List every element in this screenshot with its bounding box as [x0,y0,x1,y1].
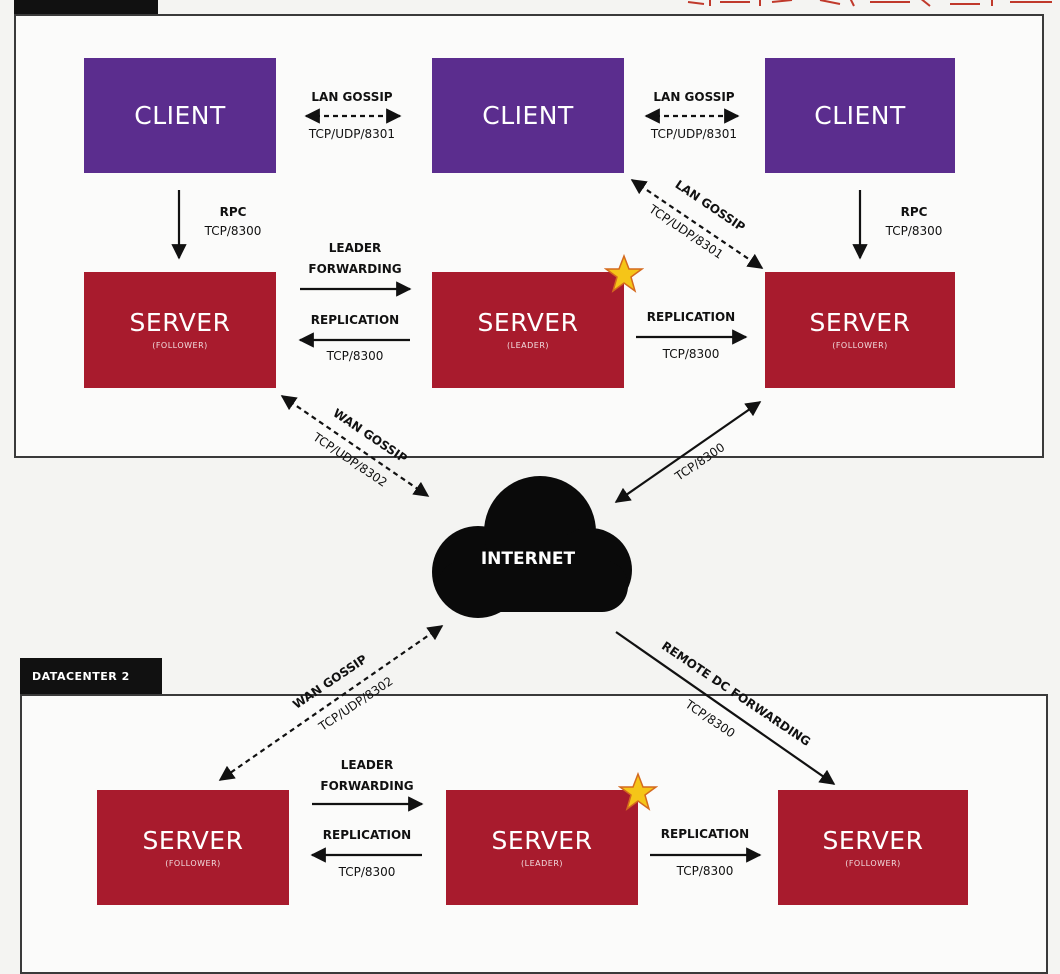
dc2-server-follower-right: SERVER (FOLLOWER) [778,790,968,905]
dc1-server-follower-right: SERVER (FOLLOWER) [765,272,955,388]
lan-gossip-arrow-diagonal [630,179,764,269]
remote-dc-forwarding-arrow [615,631,836,785]
client-title: CLIENT [482,101,574,130]
dc2-server-leader: SERVER (LEADER) [446,790,638,905]
connections-layer: INTERNET [171,108,868,863]
server-title: SERVER [129,308,231,337]
dc2-leader-forwarding-label-line2: FORWARDING [320,778,414,793]
client-title: CLIENT [134,101,226,130]
dc2-leader-forwarding-label-line1: LEADER [340,757,394,772]
client-node-1: CLIENT [84,58,276,173]
dc2-replication-port-left: TCP/8300 [338,864,396,879]
dc1-replication-label-right: REPLICATION [646,309,736,324]
server-title: SERVER [142,825,244,855]
annotation-overlay [680,0,1060,10]
client-node-3: CLIENT [765,58,955,173]
server-title: SERVER [822,825,924,855]
rpc-port-right: TCP/8300 [885,223,943,238]
dc1-leader-forwarding-label-line2: FORWARDING [308,261,402,276]
datacenter-1-tab [14,0,158,14]
rpc-label-left: RPC [219,204,247,219]
internet-label: INTERNET [481,549,576,569]
lan-gossip-label-1: LAN GOSSIP [311,89,393,104]
dc1-wan-gossip-arrow [280,395,430,497]
rpc-label-right: RPC [900,204,928,219]
lan-gossip-port-1: TCP/UDP/8301 [308,126,396,141]
rpc-port-left: TCP/8300 [204,223,262,238]
client-node-2: CLIENT [432,58,624,173]
dc2-replication-port-right: TCP/8300 [676,863,734,878]
server-role: (FOLLOWER) [152,341,208,350]
server-title: SERVER [477,308,579,337]
server-title: SERVER [809,308,911,337]
dc1-server-leader: SERVER (LEADER) [432,272,624,388]
lan-gossip-port-2: TCP/UDP/8301 [650,126,738,141]
leader-star-icon [604,254,644,293]
server-title: SERVER [491,825,593,855]
server-role: (FOLLOWER) [165,858,221,868]
internet-cloud-icon: INTERNET [432,476,632,618]
client-title: CLIENT [814,101,906,130]
server-role: (FOLLOWER) [845,858,901,868]
dc1-server-follower-left: SERVER (FOLLOWER) [84,272,276,388]
datacenter-2-tab: DATACENTER 2 [20,658,162,694]
dc1-internet-tcp-arrow [614,401,762,503]
dc2-server-follower-left: SERVER (FOLLOWER) [97,790,289,905]
leader-star-icon [618,772,658,811]
lan-gossip-label-2: LAN GOSSIP [653,89,735,104]
dc1-leader-forwarding-label-line1: LEADER [328,240,382,255]
dc1-replication-port-left: TCP/8300 [326,348,384,363]
dc2-wan-gossip-arrow [218,625,444,781]
dc2-replication-label-left: REPLICATION [322,827,412,842]
server-role: (LEADER) [507,341,549,350]
dc1-replication-port-right: TCP/8300 [662,346,720,361]
dc2-replication-label-right: REPLICATION [660,826,750,841]
annotation-strokes [687,0,1052,7]
server-role: (LEADER) [521,858,563,868]
dc1-replication-label-left: REPLICATION [310,312,400,327]
server-role: (FOLLOWER) [832,341,888,350]
